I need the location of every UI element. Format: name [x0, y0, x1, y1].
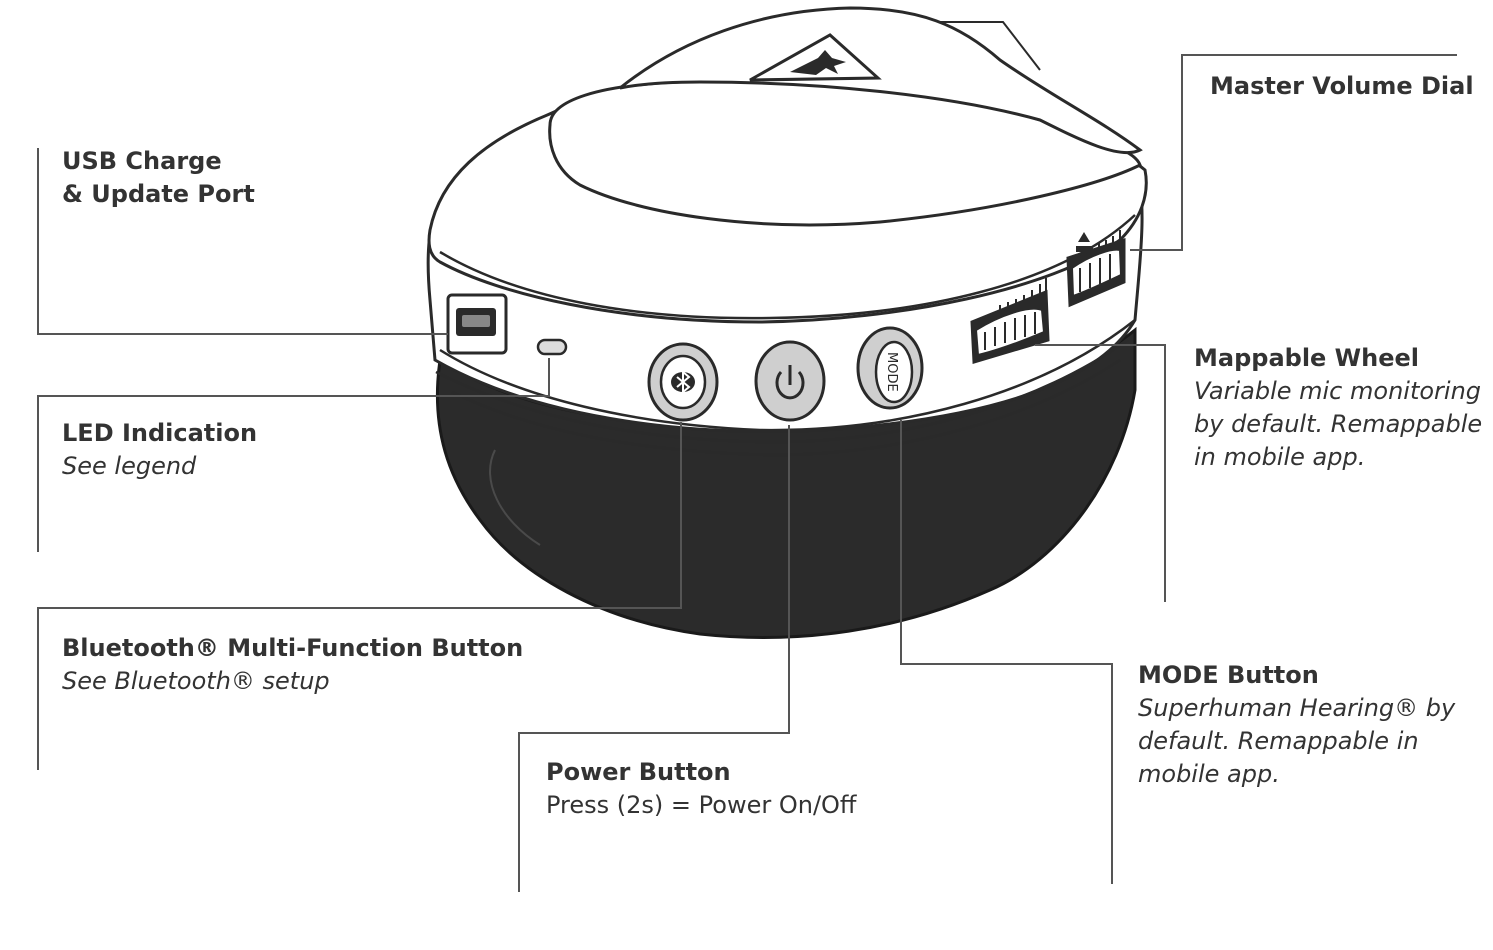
bluetooth-callout: Bluetooth® Multi-Function Button See Blu… [62, 632, 523, 698]
bluetooth-glyph [676, 369, 691, 395]
led-callout-desc: See legend [62, 452, 197, 480]
mode-leader-line [900, 420, 1113, 884]
mappable-wheel-callout-title: Mappable Wheel [1194, 344, 1420, 372]
brand-triangle [749, 33, 882, 82]
mode-callout-desc: Superhuman Hearing® by default. Remappab… [1138, 694, 1456, 788]
usb-leader-line [37, 148, 448, 335]
mode-callout: MODE Button Superhuman Hearing® by defau… [1138, 659, 1455, 791]
led-callout: LED Indication See legend [62, 417, 257, 483]
mode-callout-title: MODE Button [1138, 661, 1319, 689]
led-leader-line [37, 358, 550, 552]
usb-callout: USB Charge & Update Port [62, 145, 255, 211]
power-callout-title: Power Button [546, 758, 731, 786]
shell-band-line [439, 319, 1136, 432]
usb-port-slot [462, 315, 490, 327]
headset-earcup-illustration: MODE [426, 6, 1148, 639]
lid-inner-edge [439, 214, 1136, 320]
leader-lines [37, 54, 1457, 892]
usb-callout-title: USB Charge & Update Port [62, 147, 255, 208]
bluetooth-callout-desc: See Bluetooth® setup [62, 667, 330, 695]
headband-connector [940, 21, 1041, 71]
mode-button-inner [874, 340, 914, 404]
master-volume-teeth [1079, 254, 1111, 292]
cushion-seam [489, 449, 541, 546]
master-volume-dial [1070, 248, 1123, 298]
mappable-wheel-callout-desc: Variable mic monitoring by default. Rema… [1194, 377, 1483, 471]
mappable-wheel [974, 307, 1046, 357]
mappable-wheel-callout: Mappable Wheel Variable mic monitoring b… [1194, 342, 1482, 474]
brand-palm-icon [790, 50, 846, 75]
mappable-wheel-leader-line [1035, 344, 1166, 602]
volume-speaker-icon [1076, 232, 1092, 252]
mappable-wheel-scale [999, 278, 1047, 310]
power-leader-line [518, 425, 790, 892]
master-volume-callout-title: Master Volume Dial [1210, 72, 1474, 100]
mappable-wheel-teeth [984, 312, 1036, 350]
power-callout: Power Button Press (2s) = Power On/Off [546, 756, 856, 822]
bluetooth-leader-line [37, 422, 682, 770]
led-callout-title: LED Indication [62, 419, 258, 447]
shell-band-line-3 [435, 338, 1129, 444]
master-volume-leader-line [1130, 54, 1457, 251]
master-volume-callout: Master Volume Dial [1210, 70, 1474, 103]
headband [619, 6, 1143, 155]
shell-band-line-2 [451, 358, 1121, 457]
led-light [536, 338, 568, 356]
mode-button-label: MODE [884, 352, 899, 392]
power-callout-desc: Press (2s) = Power On/Off [546, 791, 857, 819]
power-icon [775, 370, 805, 400]
bluetooth-callout-title: Bluetooth® Multi-Function Button [62, 634, 524, 662]
